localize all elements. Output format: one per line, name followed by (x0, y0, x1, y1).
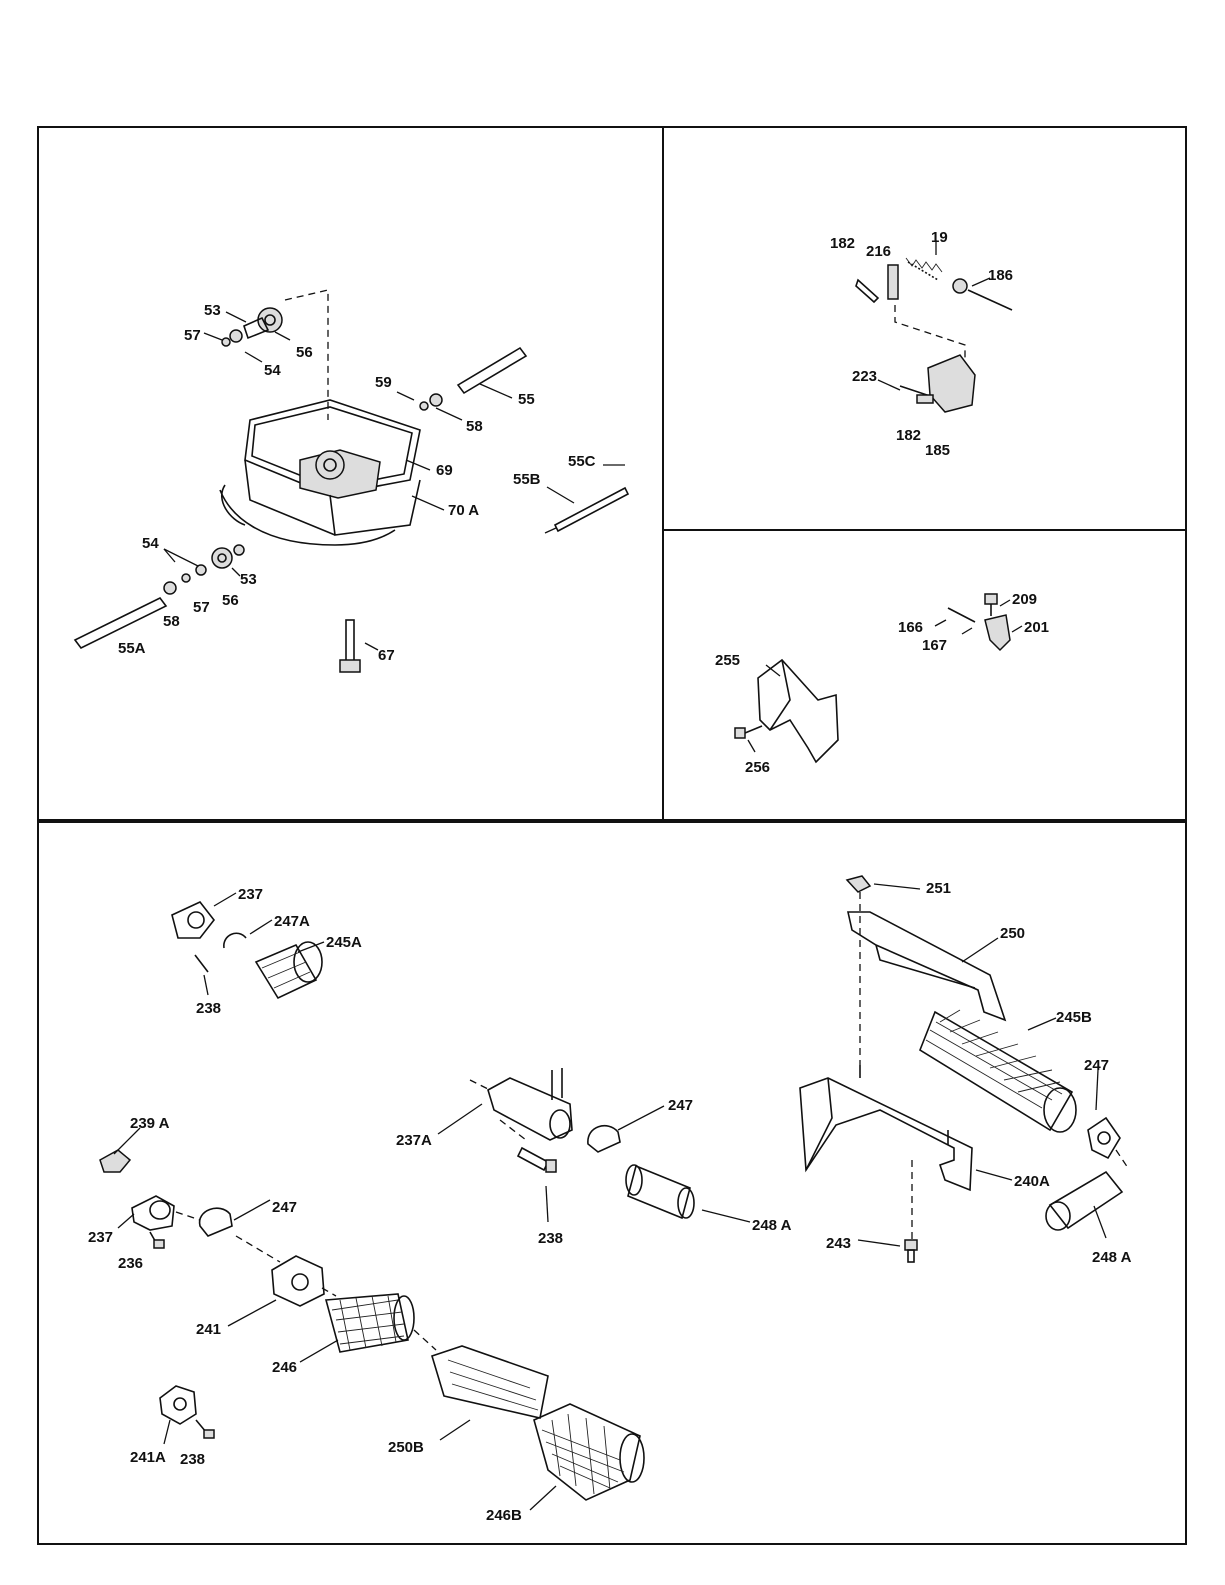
bolt-icon (150, 1232, 164, 1248)
gear-icon (164, 545, 244, 594)
callout-247-left: 247 (272, 1199, 297, 1216)
panel-linkage: 182 216 19 186 223 182 185 (830, 229, 1013, 459)
callout-54: 54 (264, 362, 281, 379)
gasket-icon (132, 1196, 174, 1230)
hub-icon (272, 1256, 324, 1306)
callout-55a: 55A (118, 640, 146, 657)
gasket-icon (172, 902, 214, 938)
callout-59: 59 (375, 374, 392, 391)
bolt-icon (195, 955, 208, 972)
callout-186: 186 (988, 267, 1013, 284)
callout-247-center: 247 (668, 1097, 693, 1114)
filter-cartridge-icon (920, 1010, 1076, 1132)
callout-223: 223 (852, 368, 877, 385)
callout-166: 166 (898, 619, 923, 636)
callout-241: 241 (196, 1321, 221, 1338)
clamp-icon (588, 1126, 620, 1152)
callout-238-center: 238 (538, 1230, 563, 1247)
housing-icon (220, 400, 420, 545)
callout-238-lower: 238 (180, 1451, 205, 1468)
callout-241a: 241A (130, 1449, 166, 1466)
shaft-icon (420, 348, 526, 410)
leader-lines (748, 600, 1022, 752)
panel-housing: 53 57 56 54 59 55 58 69 70 A 55C 55B 54 … (75, 290, 628, 672)
callout-70a: 70 A (448, 502, 479, 519)
bolt-icon (905, 1240, 917, 1262)
bolt-icon (847, 876, 870, 892)
leader-lines (114, 884, 1106, 1510)
bracket-icon (800, 1065, 972, 1190)
callout-256: 256 (745, 759, 770, 776)
callout-239a: 239 A (130, 1115, 170, 1132)
callout-237: 237 (238, 886, 263, 903)
filter-cartridge-icon (432, 1346, 548, 1418)
callout-54b: 54 (142, 535, 159, 552)
bolt-icon (196, 1420, 214, 1438)
gasket-icon (1088, 1118, 1120, 1158)
callout-209: 209 (1012, 591, 1037, 608)
callout-182: 182 (830, 235, 855, 252)
bolt-icon (518, 1148, 556, 1172)
callout-69: 69 (436, 462, 453, 479)
hub-icon (488, 1068, 572, 1140)
callout-57: 57 (184, 327, 201, 344)
callout-237-left: 237 (88, 1229, 113, 1246)
gear-icon (222, 308, 282, 346)
callout-251: 251 (926, 880, 951, 897)
callout-182b: 182 (896, 427, 921, 444)
filter-cartridge-icon (534, 1404, 644, 1500)
spring-icon (906, 258, 942, 280)
callout-53b: 53 (240, 571, 257, 588)
callout-185: 185 (925, 442, 950, 459)
shaft-icon (545, 488, 628, 533)
clamp-icon (224, 933, 246, 948)
panel-cover: 255 256 209 166 167 201 (715, 591, 1049, 776)
callout-58b: 58 (163, 613, 180, 630)
clamp-icon (200, 1208, 232, 1236)
callout-67: 67 (378, 647, 395, 664)
callout-55b: 55B (513, 471, 541, 488)
callout-19: 19 (931, 229, 948, 246)
callout-237a: 237A (396, 1132, 432, 1149)
callout-201: 201 (1024, 619, 1049, 636)
callout-246b: 246B (486, 1507, 522, 1524)
callout-240a: 240A (1014, 1173, 1050, 1190)
callout-53: 53 (204, 302, 221, 319)
callout-245a: 245A (326, 934, 362, 951)
callout-243: 243 (826, 1235, 851, 1252)
callout-250: 250 (1000, 925, 1025, 942)
hub-icon (160, 1386, 196, 1424)
bolt-icon (340, 620, 360, 672)
bracket-icon (848, 912, 1005, 1020)
callout-58: 58 (466, 418, 483, 435)
callout-247a: 247A (274, 913, 310, 930)
callout-255: 255 (715, 652, 740, 669)
callout-167: 167 (922, 637, 947, 654)
panel-filters: 237 247A 245A 238 251 250 245B 247 239 A… (88, 876, 1132, 1524)
callout-55c: 55C (568, 453, 596, 470)
callout-250b: 250B (388, 1439, 424, 1456)
callout-248a-right: 248 A (1092, 1249, 1132, 1266)
bracket-icon (758, 660, 838, 762)
callout-57b: 57 (193, 599, 210, 616)
callout-238: 238 (196, 1000, 221, 1017)
callout-248a-center: 248 A (752, 1217, 792, 1234)
callout-56: 56 (296, 344, 313, 361)
callout-55: 55 (518, 391, 535, 408)
bolt-icon (735, 594, 1010, 738)
filter-cartridge-icon (256, 942, 322, 998)
filter-cartridge-icon (626, 1165, 694, 1218)
callout-236: 236 (118, 1255, 143, 1272)
filter-cartridge-icon (326, 1294, 414, 1352)
filter-cartridge-icon (1046, 1172, 1122, 1230)
bracket-icon (900, 355, 975, 412)
callout-56b: 56 (222, 592, 239, 609)
callout-247-right: 247 (1084, 1057, 1109, 1074)
callout-245b: 245B (1056, 1009, 1092, 1026)
callout-246: 246 (272, 1359, 297, 1376)
callout-216: 216 (866, 243, 891, 260)
